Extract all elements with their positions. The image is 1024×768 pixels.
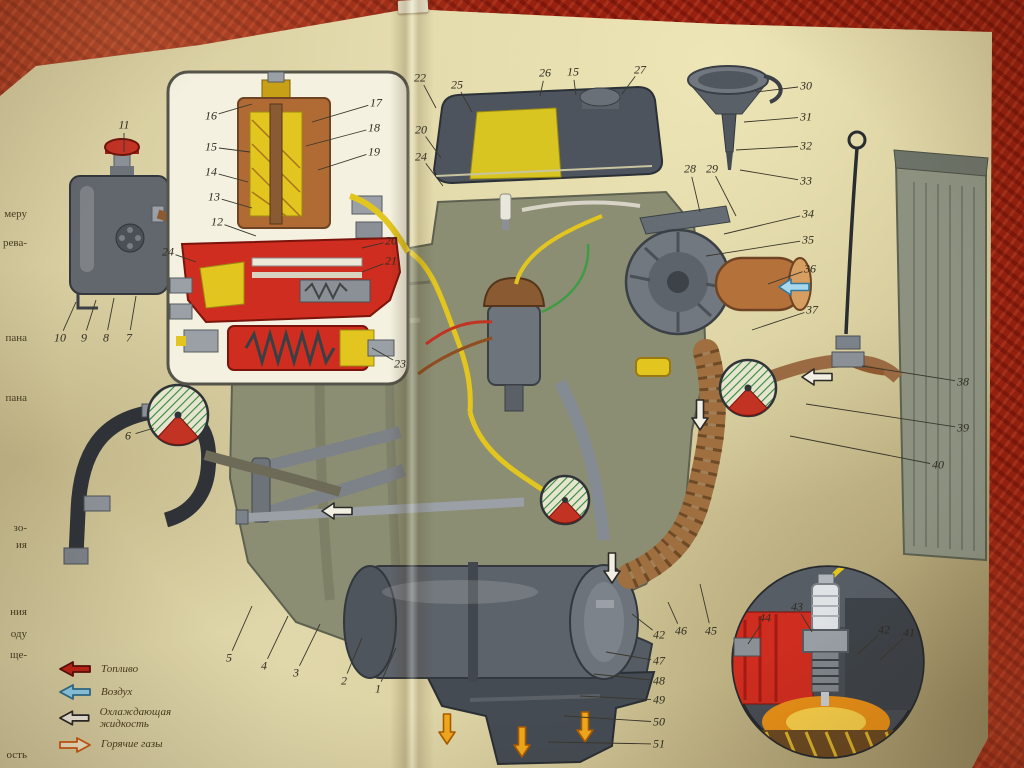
leader-line xyxy=(62,301,77,331)
leader-line xyxy=(305,129,367,147)
flow-arrow-down xyxy=(691,399,709,431)
leader-line xyxy=(85,299,97,331)
leader-line-layer xyxy=(62,76,956,745)
spark-plug xyxy=(499,193,512,230)
leader-line xyxy=(371,347,394,361)
flow-arrow-down xyxy=(438,713,456,745)
thermostat-gauge xyxy=(146,383,210,447)
leader-line xyxy=(800,613,813,633)
fuel-arrow-icon xyxy=(59,661,91,677)
muffler xyxy=(426,670,656,766)
leader-line xyxy=(621,76,636,95)
leader-line xyxy=(224,224,257,237)
carb-air-pipe xyxy=(554,379,610,541)
leader-line xyxy=(879,638,904,661)
leader-line xyxy=(573,79,577,96)
leader-line xyxy=(175,254,197,263)
leader-line xyxy=(579,695,652,701)
valve-cover xyxy=(432,85,664,185)
leader-line xyxy=(705,240,801,257)
leader-line xyxy=(631,613,653,631)
dipstick xyxy=(831,130,867,368)
flow-arrow-left xyxy=(321,502,353,520)
distributor xyxy=(482,276,546,412)
flow-arrow-layer xyxy=(321,278,833,758)
leader-line xyxy=(460,91,473,113)
legend-item: Охлаждающая жидкость xyxy=(58,706,218,731)
leader-line xyxy=(715,175,737,217)
leader-line xyxy=(667,601,679,624)
corrugated-hose xyxy=(617,339,726,589)
leader-line xyxy=(221,198,253,209)
thermostat-gauge xyxy=(539,474,591,526)
leader-line xyxy=(311,104,369,123)
leader-line xyxy=(361,263,384,273)
radiator xyxy=(893,149,989,562)
leader-line xyxy=(317,153,367,171)
leader-line xyxy=(593,673,652,681)
leader-line xyxy=(691,176,701,213)
leader-line xyxy=(346,637,363,674)
leader-line xyxy=(743,117,799,123)
fuel-filter xyxy=(635,357,671,377)
leader-line xyxy=(699,583,710,624)
leader-line xyxy=(767,271,803,285)
leader-line xyxy=(739,169,799,181)
air-arrow-icon xyxy=(59,684,91,700)
leader-line xyxy=(380,647,397,682)
leader-line xyxy=(861,365,956,382)
leader-line xyxy=(425,136,442,159)
hot-gases-arrow-icon xyxy=(59,736,91,753)
generator xyxy=(624,205,732,336)
legend-item: Горячие газы xyxy=(58,736,218,754)
heater-pipe xyxy=(235,497,525,525)
leader-line xyxy=(857,635,879,655)
legend-label: Охлаждающая жидкость xyxy=(99,706,172,731)
flow-arrow-left xyxy=(801,368,833,386)
plug-fitting xyxy=(733,637,761,657)
leader-line xyxy=(605,651,652,661)
coolant-arrow-icon xyxy=(59,710,90,726)
leader-line xyxy=(747,624,761,645)
leader-line xyxy=(423,84,437,109)
expansion-tank xyxy=(69,138,218,310)
fuel-pump-inset xyxy=(166,70,411,386)
flow-arrow-down xyxy=(603,552,621,584)
leader-line xyxy=(107,297,115,331)
legend-item: Топливо xyxy=(58,660,218,678)
leader-line xyxy=(755,86,799,93)
leader-line xyxy=(231,605,253,651)
leader-line xyxy=(218,147,251,153)
leader-line xyxy=(218,103,253,115)
leader-line xyxy=(789,435,931,464)
spark-plug-inset xyxy=(731,565,925,759)
leader-line xyxy=(723,215,801,235)
leader-line xyxy=(218,173,249,183)
leader-line xyxy=(547,741,652,745)
leader-line xyxy=(539,80,544,97)
leader-line xyxy=(267,615,289,659)
leader-line xyxy=(135,427,155,435)
thermostat-gauge xyxy=(718,358,778,418)
legend-item: Воздух xyxy=(58,683,218,701)
leader-line xyxy=(563,715,652,722)
flow-arrow-down xyxy=(513,726,531,758)
leader-line xyxy=(735,146,799,151)
ignition-wires xyxy=(408,200,641,495)
leader-line xyxy=(299,623,321,666)
oil-funnel xyxy=(687,65,783,170)
leader-line xyxy=(805,403,956,428)
legend-label: Топливо xyxy=(101,662,139,675)
legend-label: Воздух xyxy=(101,685,133,698)
flow-arrow-left xyxy=(778,278,810,296)
flow-arrow-down xyxy=(576,711,594,743)
legend-label: Горячие газы xyxy=(101,738,163,751)
leader-line xyxy=(361,242,384,249)
leader-line xyxy=(425,163,444,187)
leader-line xyxy=(751,312,805,331)
leader-line xyxy=(129,295,137,331)
air-cleaner xyxy=(343,562,639,682)
